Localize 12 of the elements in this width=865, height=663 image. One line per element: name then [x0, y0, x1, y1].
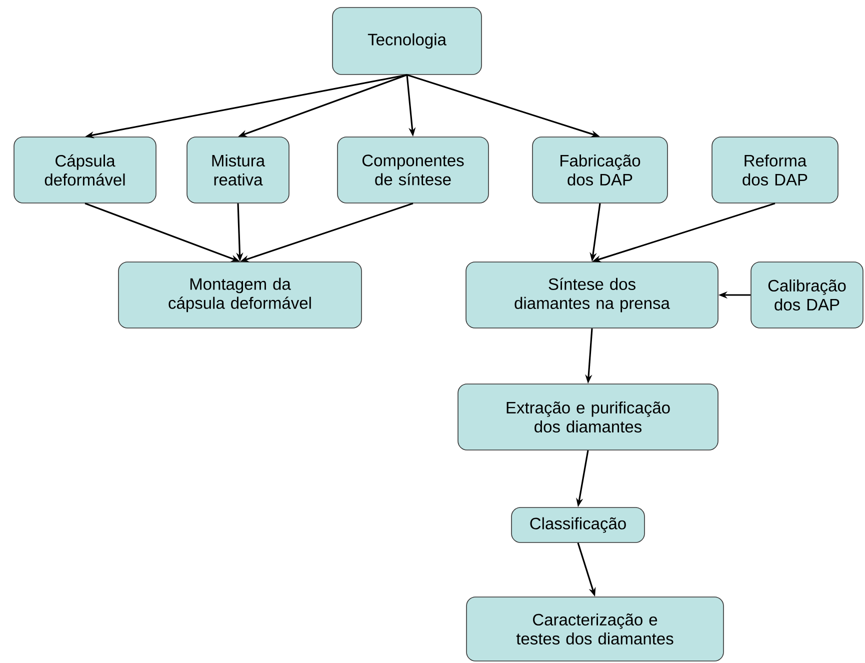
process-box: Tecnologia [332, 7, 482, 75]
process-box: Caracterização e testes dos diamantes [466, 596, 724, 662]
process-box: Reforma dos DAP [712, 136, 838, 204]
process-box: Montagem da cápsula deformável [118, 262, 362, 328]
process-box: Mistura reativa [186, 136, 290, 204]
process-box: Fabricação dos DAP [532, 136, 668, 204]
process-box: Componentes de síntese [337, 136, 489, 204]
process-box: Cápsula deformável [14, 136, 156, 204]
process-box: Classificação [511, 507, 645, 543]
process-box: Extração e purificação dos diamantes [458, 384, 718, 450]
process-box: Calibração dos DAP [750, 262, 864, 328]
process-box: Síntese dos diamantes na prensa [466, 262, 718, 328]
